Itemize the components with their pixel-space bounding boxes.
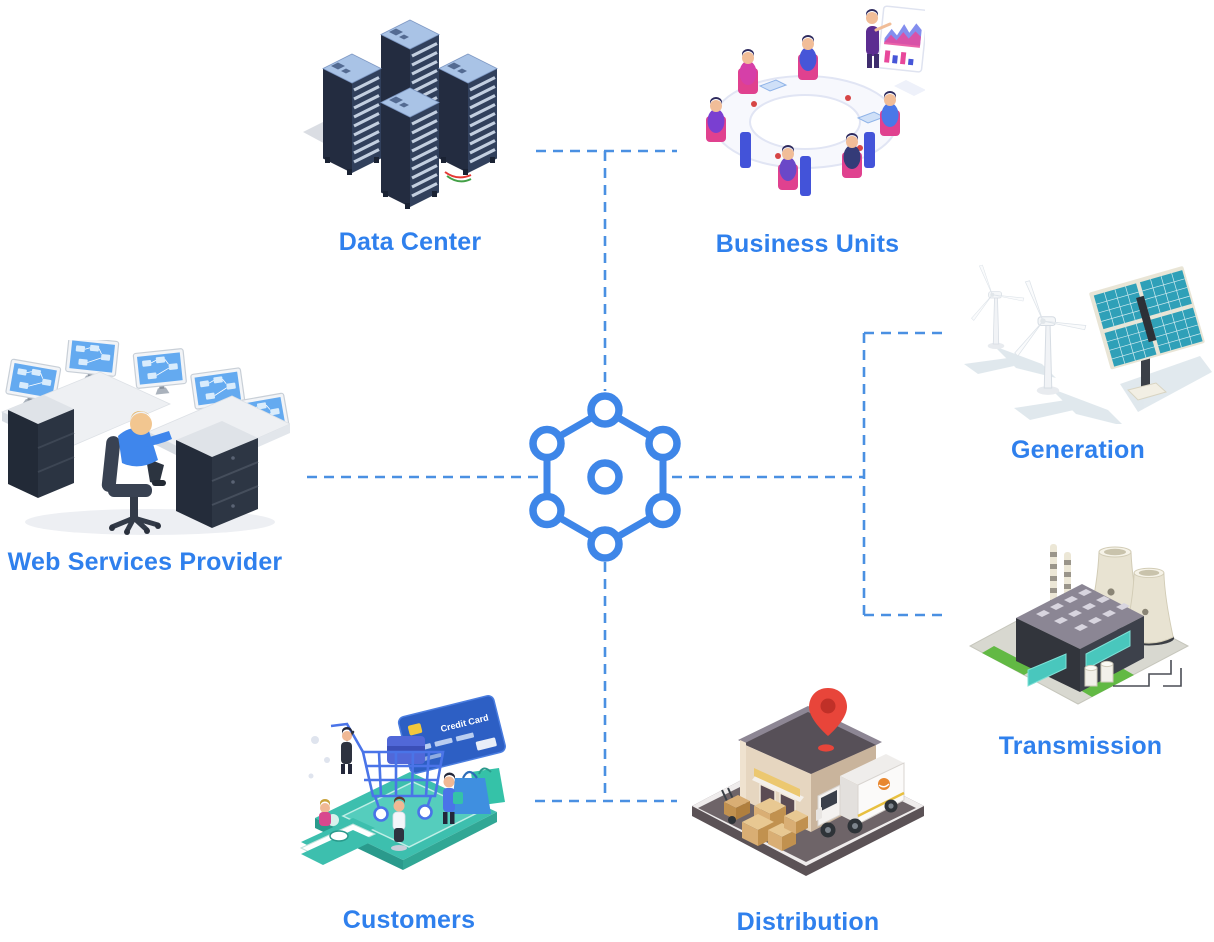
generation-illustration — [964, 264, 1212, 424]
transmission-label: Transmission — [998, 732, 1163, 760]
plant-building — [1016, 584, 1144, 692]
node-generation: Generation — [942, 236, 1214, 465]
web-services-provider-label: Web Services Provider — [7, 548, 283, 576]
cargo-boxes — [742, 798, 808, 851]
money-stack — [299, 818, 377, 865]
network-hexagon-icon — [529, 392, 681, 562]
web-services-provider-illustration — [1, 340, 290, 535]
presentation-board — [877, 5, 925, 73]
data-center-label: Data Center — [338, 228, 482, 256]
small-person — [443, 772, 463, 824]
generation-label: Generation — [1011, 436, 1145, 464]
business-units-illustration — [706, 5, 925, 196]
distribution-illustration — [692, 688, 924, 876]
node-data-center: Data Center — [295, 14, 525, 257]
small-person — [391, 796, 407, 851]
node-web-services-provider: Web Services Provider — [0, 340, 290, 577]
business-units-label: Business Units — [715, 230, 900, 258]
small-person — [341, 727, 355, 774]
wind-turbine — [969, 264, 1025, 350]
cabinet — [8, 395, 75, 498]
node-transmission: Transmission — [958, 522, 1203, 761]
storage-tanks — [1084, 660, 1114, 687]
presenter — [866, 9, 892, 68]
power-plant — [968, 544, 1190, 705]
office-chair — [101, 436, 161, 535]
delivery-truck — [816, 754, 905, 838]
pipes — [1113, 660, 1182, 687]
network-hub — [523, 388, 687, 573]
ground-shadows — [964, 346, 1212, 424]
small-person — [319, 799, 331, 826]
grass-strip — [982, 646, 1036, 675]
floor-paper — [894, 80, 925, 96]
seated-person — [798, 35, 818, 80]
person-at-desk — [118, 411, 172, 486]
transmission-illustration — [968, 544, 1190, 705]
server-rack — [437, 52, 499, 177]
data-center-illustration — [303, 18, 499, 211]
node-business-units: Business Units — [690, 0, 925, 259]
node-customers: Credit Card — [295, 680, 523, 935]
customers-illustration: Credit Card — [299, 695, 506, 870]
round-table — [712, 75, 898, 196]
location-pin-icon — [809, 688, 847, 736]
wind-turbine — [1012, 279, 1087, 396]
hand-truck — [721, 787, 750, 824]
shopping-bags — [451, 767, 505, 814]
node-distribution: Distribution — [688, 684, 928, 937]
cabinet — [176, 421, 259, 528]
distribution-label: Distribution — [736, 908, 880, 936]
customers-label: Customers — [342, 906, 476, 934]
shopping-cart — [330, 722, 445, 822]
monitor — [132, 347, 188, 398]
credit-card: Credit Card — [397, 695, 506, 774]
server-rack — [379, 86, 441, 211]
solar-panel — [1089, 266, 1205, 401]
server-rack — [321, 52, 383, 177]
sparkles — [308, 736, 330, 779]
seated-person — [738, 49, 758, 94]
